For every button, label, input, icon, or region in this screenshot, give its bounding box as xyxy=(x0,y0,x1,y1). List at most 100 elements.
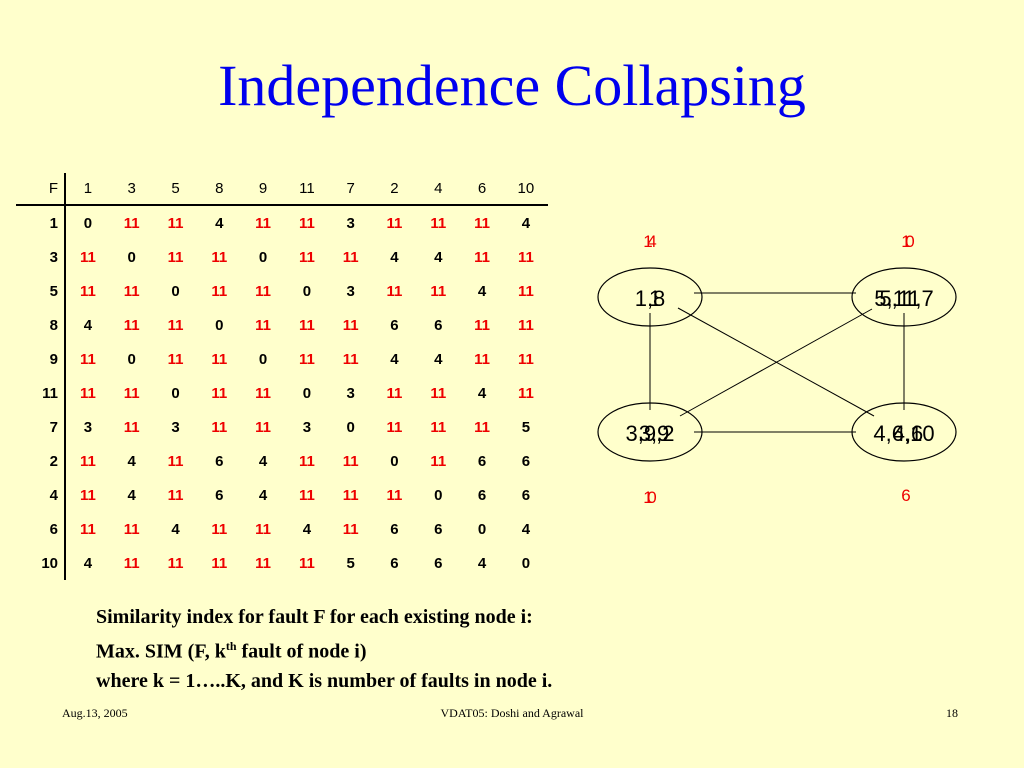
node-1-label-overlap: 1 xyxy=(649,286,661,311)
table-cell: 0 xyxy=(302,384,312,402)
table-cell: 6 xyxy=(521,486,531,504)
table-cell: 11 xyxy=(167,554,184,572)
table-cell: 11 xyxy=(167,248,184,266)
node-3 xyxy=(597,402,703,462)
table-cell: 11 xyxy=(79,248,96,266)
table-cell: 4 xyxy=(521,214,531,232)
node-2 xyxy=(851,267,957,327)
row-header: 1 xyxy=(16,205,66,240)
table-cell: 11 xyxy=(517,316,534,334)
node-4 xyxy=(851,402,957,462)
table-cell: 3 xyxy=(346,282,355,300)
table-cell: 6 xyxy=(390,554,399,572)
table-cell: 11 xyxy=(123,316,140,334)
table-cell: 0 xyxy=(127,248,136,266)
row-header: 5 xyxy=(16,274,66,308)
row-header: 3 xyxy=(16,240,66,274)
table-cell: 4 xyxy=(477,554,487,572)
table-cell: 6 xyxy=(215,452,224,470)
table-cell: 11 xyxy=(123,554,140,572)
column-header: 6 xyxy=(460,173,504,206)
table-cell: 4 xyxy=(171,520,180,538)
table-cell: 11 xyxy=(430,384,447,402)
table-cell: 11 xyxy=(517,384,534,402)
caption-line-2-pre: Max. SIM (F, k xyxy=(96,640,226,663)
table-cell: 6 xyxy=(434,316,443,334)
table-cell: 5 xyxy=(521,418,531,436)
table-cell: 11 xyxy=(474,316,490,334)
row-header: 9 xyxy=(16,342,66,376)
table-cell: 4 xyxy=(390,248,399,266)
table-cell: 11 xyxy=(517,282,534,300)
table-cell: 11 xyxy=(298,554,315,572)
table-cell: 6 xyxy=(477,486,487,504)
caption-line-2: Max. SIM (F, kth fault of node i) xyxy=(96,632,552,667)
table-cell: 11 xyxy=(298,248,315,266)
row-header: 10 xyxy=(16,546,66,580)
table-cell: 11 xyxy=(79,282,96,300)
table-cell: 5 xyxy=(346,554,355,572)
table-cell: 6 xyxy=(521,452,531,470)
column-header: 3 xyxy=(109,173,154,206)
table-cell: 3 xyxy=(302,418,312,436)
table-cell: 11 xyxy=(342,486,359,504)
row-header: 7 xyxy=(16,410,66,444)
table-cell: 11 xyxy=(298,350,315,368)
table-cell: 11 xyxy=(298,486,315,504)
table-cell: 6 xyxy=(434,554,443,572)
column-header: 2 xyxy=(372,173,417,206)
table-cell: 0 xyxy=(215,316,224,334)
caption-line-3: where k = 1…..K, and K is number of faul… xyxy=(96,669,553,692)
node-2-label-overlap: 5,11 xyxy=(879,286,920,311)
node-3-label: 3,9,2 xyxy=(626,421,675,446)
node-4-label-overlap: 4,6 xyxy=(893,421,924,446)
table-cell: 0 xyxy=(521,554,531,572)
table-cell: 11 xyxy=(255,520,272,538)
table-cell: 4 xyxy=(127,452,136,470)
table-cell: 4 xyxy=(390,350,399,368)
table-cell: 11 xyxy=(386,384,403,402)
node-3-index-overlap: 0 xyxy=(647,488,656,507)
row-header: 2 xyxy=(16,444,66,478)
table-cell: 0 xyxy=(477,520,487,538)
table-cell: 11 xyxy=(255,554,272,572)
table-cell: 6 xyxy=(390,520,399,538)
row-header: 11 xyxy=(16,376,66,410)
node-2-index-overlap: 0 xyxy=(905,232,914,251)
node-4-label: 4,6,10 xyxy=(873,421,934,446)
table-corner: F xyxy=(16,173,66,206)
fault-graph: 1 1,8 5,11 5,11,7 3,9 3,9,2 4,6 4,6,10 1… xyxy=(597,232,957,507)
table-cell: 11 xyxy=(255,384,272,402)
table-cell: 11 xyxy=(298,452,315,470)
table-cell: 11 xyxy=(79,384,96,402)
row-header: 4 xyxy=(16,478,66,512)
node-2-index: 1 xyxy=(901,232,910,251)
table-cell: 0 xyxy=(434,486,443,504)
column-header: 8 xyxy=(197,173,242,206)
table-cell: 11 xyxy=(211,520,228,538)
table-cell: 11 xyxy=(79,452,96,470)
table-cell: 11 xyxy=(255,282,272,300)
table-cell: 11 xyxy=(123,520,140,538)
table-cell: 4 xyxy=(521,520,531,538)
table-cell: 3 xyxy=(346,384,355,402)
table-cell: 11 xyxy=(342,248,359,266)
table-cell: 11 xyxy=(79,520,96,538)
table-cell: 11 xyxy=(430,452,447,470)
table-cell: 6 xyxy=(215,486,224,504)
node-3-index: 1 xyxy=(643,488,652,507)
table-cell: 11 xyxy=(211,384,228,402)
table-cell: 11 xyxy=(167,452,184,470)
caption-line-2-post: fault of node i) xyxy=(236,640,367,663)
